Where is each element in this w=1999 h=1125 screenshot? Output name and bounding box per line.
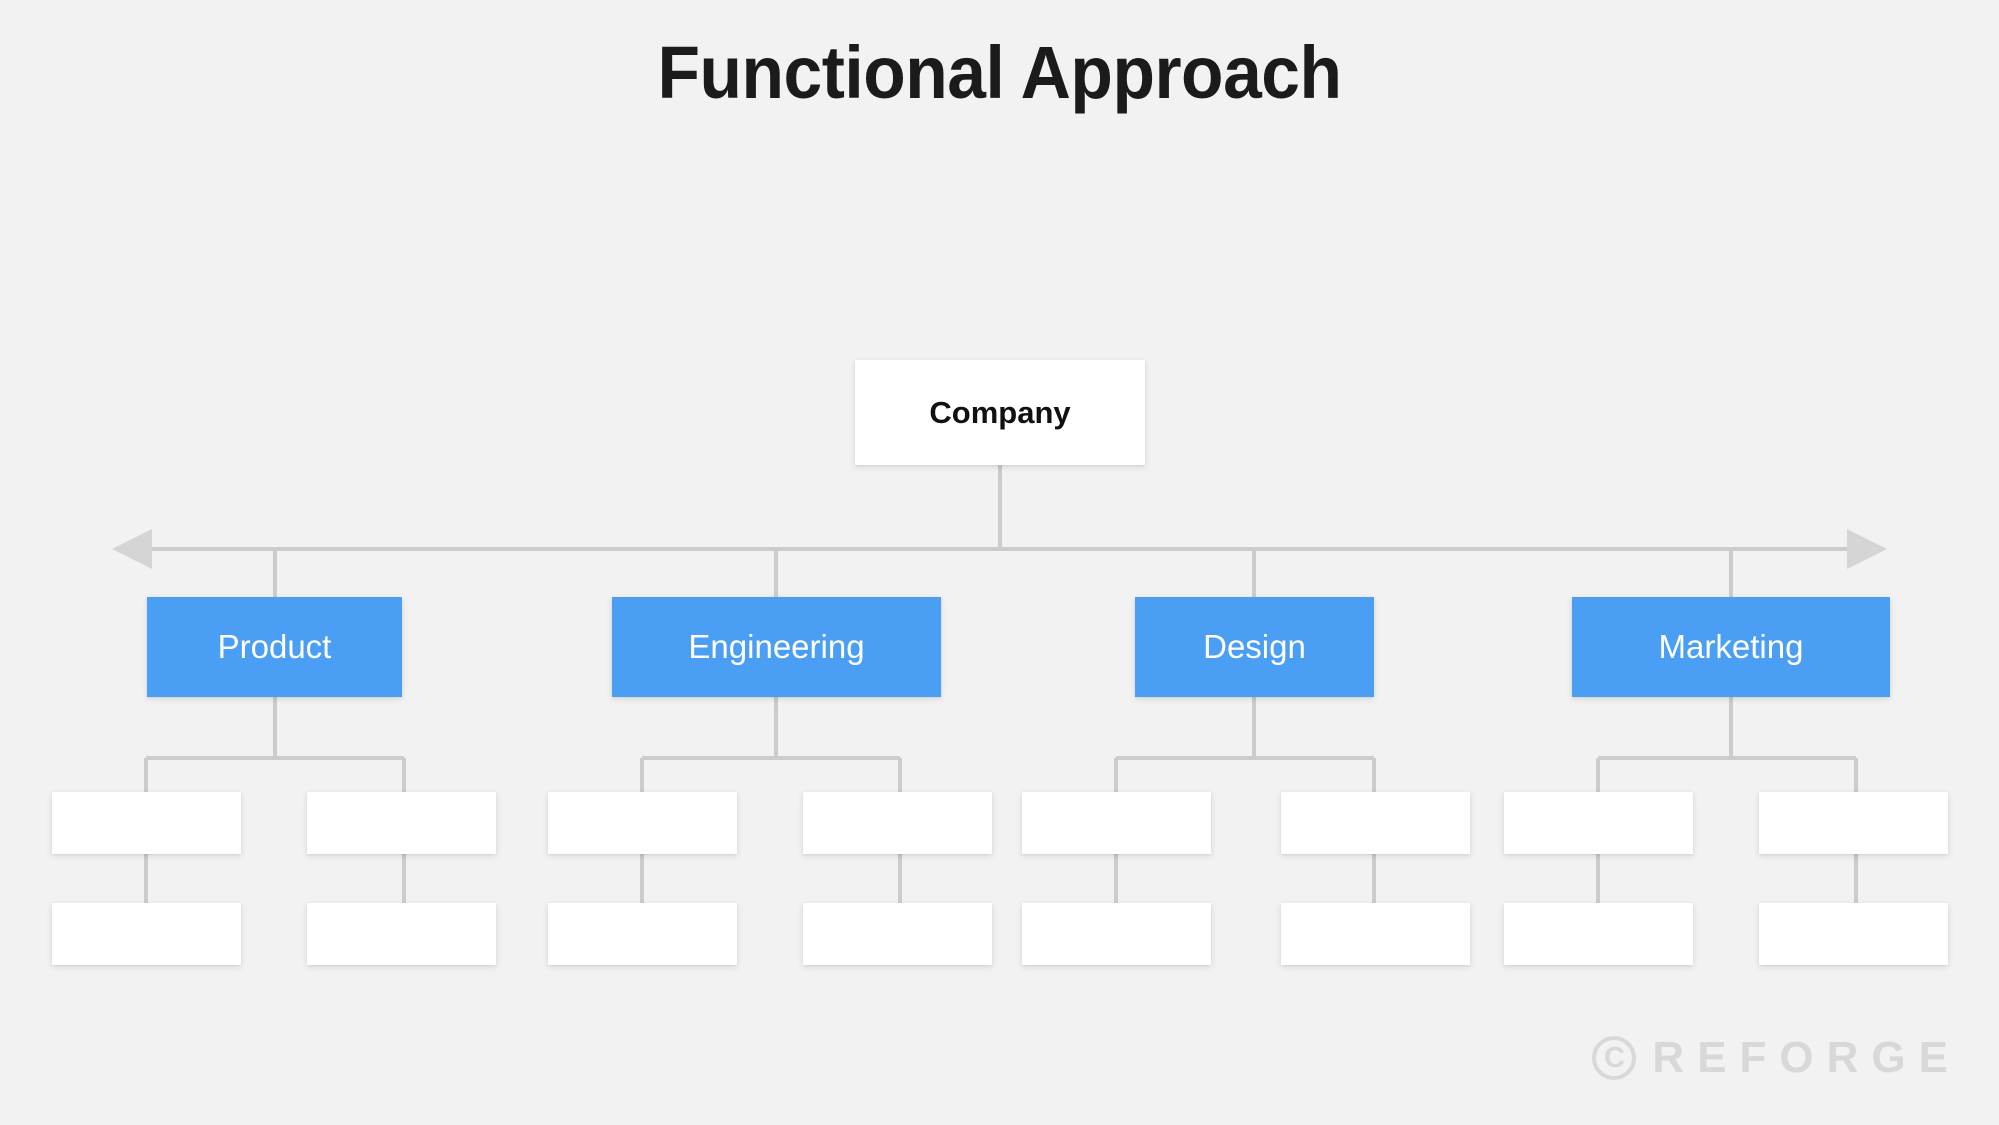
node-department-marketing[interactable]: Marketing (1572, 597, 1890, 697)
spine-arrow-left-icon (112, 529, 152, 569)
node-department-design-label: Design (1203, 628, 1306, 665)
node-department-engineering[interactable]: Engineering (612, 597, 941, 697)
node-team-engineering-2a[interactable] (803, 792, 992, 854)
node-company-label: Company (929, 394, 1071, 430)
node-team-product-2b[interactable] (307, 903, 496, 965)
node-team-marketing-1a[interactable] (1504, 792, 1693, 854)
watermark: C REFORGE (1592, 1033, 1961, 1083)
node-team-marketing-2a[interactable] (1759, 792, 1948, 854)
node-department-product-label: Product (217, 628, 332, 665)
node-team-design-1a[interactable] (1022, 792, 1211, 854)
spine-arrow-right-icon (1847, 529, 1887, 569)
node-department-marketing-label: Marketing (1658, 628, 1804, 665)
node-team-design-1b[interactable] (1022, 903, 1211, 965)
node-team-product-2a[interactable] (307, 792, 496, 854)
node-team-engineering-1b[interactable] (548, 903, 737, 965)
node-team-design-2a[interactable] (1281, 792, 1470, 854)
node-department-design[interactable]: Design (1135, 597, 1374, 697)
node-team-product-1b[interactable] (52, 903, 241, 965)
node-department-product[interactable]: Product (147, 597, 402, 697)
page-title: Functional Approach (657, 31, 1342, 114)
node-team-product-1a[interactable] (52, 792, 241, 854)
watermark-text: REFORGE (1652, 1033, 1961, 1082)
node-team-engineering-2b[interactable] (803, 903, 992, 965)
copyright-icon: C (1592, 1036, 1637, 1080)
node-company[interactable]: Company (855, 360, 1145, 465)
node-team-design-2b[interactable] (1281, 903, 1470, 965)
node-department-engineering-label: Engineering (688, 628, 865, 665)
node-team-marketing-2b[interactable] (1759, 903, 1948, 965)
node-team-engineering-1a[interactable] (548, 792, 737, 854)
node-team-marketing-1b[interactable] (1504, 903, 1693, 965)
